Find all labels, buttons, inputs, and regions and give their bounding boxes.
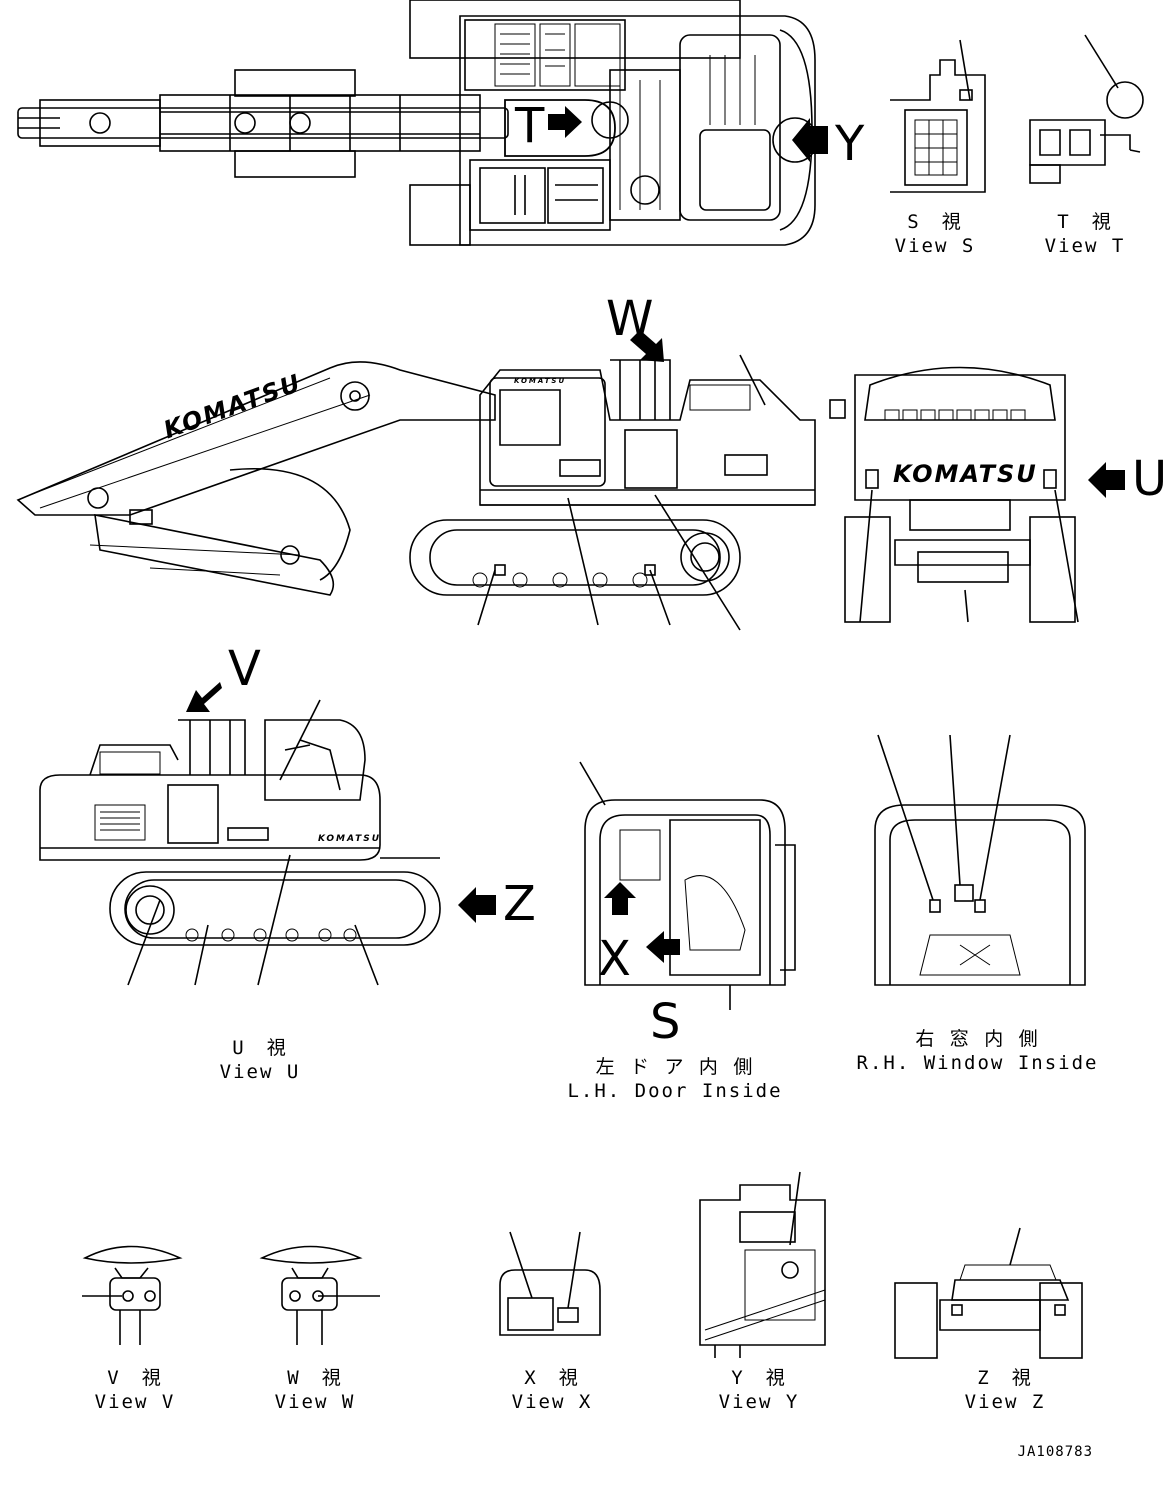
rh-window-label: 右 窓 内 側 R.H. Window Inside: [850, 1027, 1105, 1075]
view-t-label: T 視 View T: [1030, 210, 1140, 258]
view-v-en: View V: [94, 1391, 176, 1413]
rh-window-en: R.H. Window Inside: [856, 1052, 1099, 1074]
view-v-label: V 視 View V: [80, 1366, 190, 1414]
brand-top: KOMATSU: [514, 377, 567, 385]
lh-door-label: 左 ド ア 内 側 L.H. Door Inside: [555, 1055, 795, 1103]
view-z-label: Z 視 View Z: [950, 1366, 1060, 1414]
brand-rear: KOMATSU: [893, 460, 1038, 488]
brand-u: KOMATSU: [318, 834, 382, 844]
view-s-en: View S: [894, 235, 976, 257]
view-y-drawing: [699, 1171, 826, 1358]
drawing-reference: JA108783: [1017, 1444, 1093, 1460]
view-w-label: W 視 View W: [260, 1366, 370, 1414]
callout-y: Y: [835, 116, 865, 172]
callout-u: U: [1132, 451, 1163, 507]
view-z-en: View Z: [964, 1391, 1046, 1413]
view-x-label: X 視 View X: [497, 1366, 607, 1414]
side-view-machine: [16, 330, 816, 631]
rh-window-jp: 右 窓 内 側: [915, 1028, 1040, 1050]
callout-s: S: [650, 994, 681, 1050]
view-z-jp: Z 視: [977, 1367, 1033, 1389]
view-v-jp: V 視: [107, 1367, 163, 1389]
view-z-drawing: [894, 1227, 1083, 1359]
callout-z: Z: [503, 876, 536, 932]
callout-x: X: [598, 931, 631, 987]
view-y-en: View Y: [718, 1391, 800, 1413]
view-x-drawing: [499, 1231, 601, 1336]
lh-door-en: L.H. Door Inside: [567, 1080, 783, 1102]
view-s-label: S 視 View S: [880, 210, 990, 258]
view-u-jp: U 視: [232, 1037, 288, 1059]
view-x-en: View X: [511, 1391, 593, 1413]
view-s-jp: S 視: [907, 211, 963, 233]
callout-t: T: [515, 98, 545, 154]
view-u-label: U 視 View U: [205, 1036, 315, 1084]
view-w-en: View W: [274, 1391, 356, 1413]
top-view-machine: [17, 0, 828, 246]
lh-door-inside-drawing: [579, 761, 796, 1010]
view-t-en: View T: [1044, 235, 1126, 257]
view-u-machine: [39, 682, 496, 986]
view-y-label: Y 視 View Y: [704, 1366, 814, 1414]
callout-w: W: [606, 291, 654, 347]
lh-door-jp: 左 ド ア 内 側: [595, 1056, 755, 1078]
view-y-jp: Y 視: [731, 1367, 787, 1389]
rear-view-machine: [829, 366, 1125, 623]
view-u-en: View U: [219, 1061, 301, 1083]
view-w-drawing: [259, 1245, 380, 1345]
view-t-drawing: [1029, 34, 1144, 184]
callout-v: V: [228, 641, 261, 697]
view-v-drawing: [82, 1245, 183, 1345]
view-w-jp: W 視: [287, 1367, 343, 1389]
view-s-drawing: [890, 39, 986, 193]
view-t-jp: T 視: [1057, 211, 1113, 233]
rh-window-inside-drawing: [874, 734, 1086, 986]
view-x-jp: X 視: [524, 1367, 580, 1389]
